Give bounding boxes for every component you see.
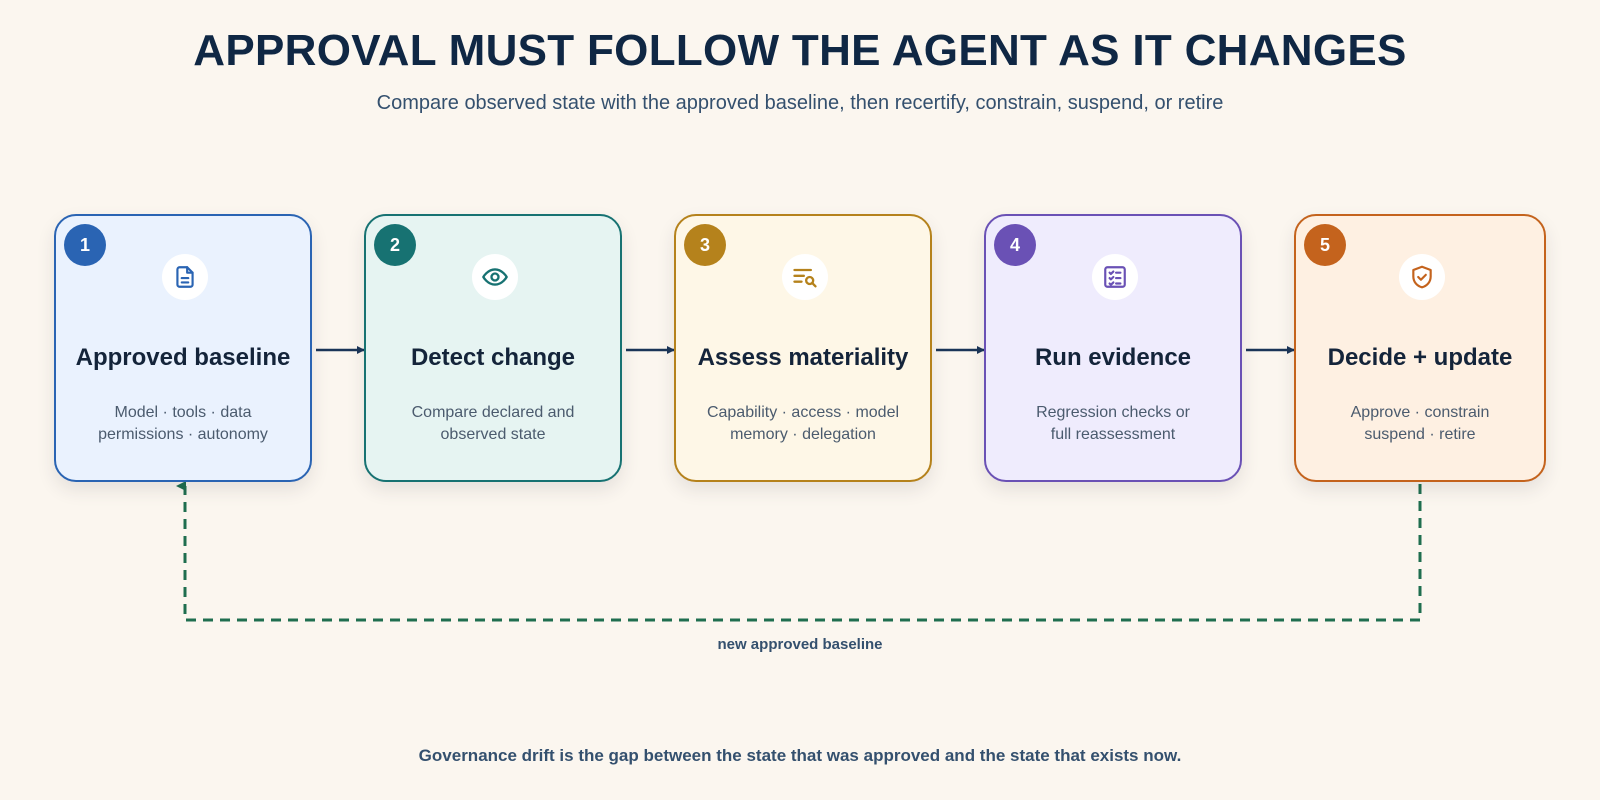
step-card-run-evidence: 4 Run evidence Regression checks or full… <box>984 214 1242 482</box>
feedback-loop-arrow <box>176 481 1422 622</box>
step-description: Compare declared and observed state <box>380 402 606 446</box>
step-description-line: full reassessment <box>1050 426 1176 443</box>
step-description-line: Capability · access · model <box>706 404 900 421</box>
step-number-badge: 5 <box>1304 224 1346 266</box>
step-card-detect-change: 2 Detect change Compare declared and obs… <box>364 214 622 482</box>
document-icon <box>162 254 208 300</box>
step-description-line: Approve · constrain <box>1350 404 1490 421</box>
feedback-loop-label: new approved baseline <box>717 636 883 653</box>
eye-icon <box>472 254 518 300</box>
step-number-badge: 3 <box>684 224 726 266</box>
step-description: Capability · access · model memory · del… <box>690 402 916 446</box>
step-number-badge: 2 <box>374 224 416 266</box>
step-title: Assess materiality <box>697 344 909 371</box>
checklist-icon <box>1092 254 1138 300</box>
step-description: Model · tools · data permissions · auton… <box>70 402 296 446</box>
footer-note: Governance drift is the gap between the … <box>418 746 1182 765</box>
step-description-line: Regression checks or <box>1036 404 1190 421</box>
step-title: Detect change <box>410 344 576 371</box>
page-subtitle: Compare observed state with the approved… <box>376 92 1224 114</box>
shield-check-icon <box>1399 254 1445 300</box>
step-description: Regression checks or full reassessment <box>1000 402 1226 446</box>
step-description-line: observed state <box>440 426 546 443</box>
step-card-assess-materiality: 3 Assess materiality Capability · access… <box>674 214 932 482</box>
step-description-line: Model · tools · data <box>114 404 252 421</box>
step-card-approved-baseline: 1 Approved baseline Model · tools · data… <box>54 214 312 482</box>
page-title: APPROVAL MUST FOLLOW THE AGENT AS IT CHA… <box>193 26 1407 75</box>
list-search-icon <box>782 254 828 300</box>
step-description-line: Compare declared and <box>411 404 575 421</box>
step-title: Decide + update <box>1327 344 1513 371</box>
step-number-badge: 4 <box>994 224 1036 266</box>
step-card-decide-update: 5 Decide + update Approve · constrain su… <box>1294 214 1546 482</box>
step-title: Run evidence <box>1034 344 1192 371</box>
step-description-line: memory · delegation <box>730 426 876 443</box>
step-description-line: permissions · autonomy <box>98 426 268 443</box>
step-number-badge: 1 <box>64 224 106 266</box>
step-title: Approved baseline <box>75 344 291 371</box>
step-description-line: suspend · retire <box>1364 426 1476 443</box>
step-description: Approve · constrain suspend · retire <box>1310 402 1530 446</box>
